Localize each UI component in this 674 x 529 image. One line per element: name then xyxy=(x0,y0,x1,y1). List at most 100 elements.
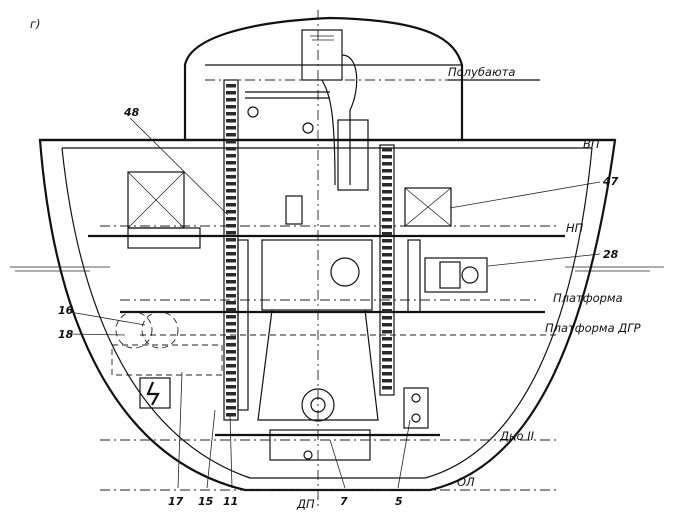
main-engine xyxy=(257,195,379,461)
crane-beam xyxy=(245,91,330,134)
label-platform-dgr: Платформа ДГР xyxy=(545,321,641,335)
ladder-rung xyxy=(226,133,236,137)
ladder-rung xyxy=(226,175,236,179)
ladder-rung xyxy=(382,155,392,159)
callout-18: 18 xyxy=(58,328,74,341)
ladder-rung xyxy=(226,210,236,214)
ladder-rung xyxy=(226,231,236,235)
ladder-rung xyxy=(226,112,236,116)
ladder-rung xyxy=(382,386,392,390)
label-platform: Платформа xyxy=(553,291,623,305)
ladder-rung xyxy=(226,413,236,417)
ladder-rung xyxy=(382,309,392,313)
hull-outline xyxy=(38,138,617,492)
ladder-rung xyxy=(382,330,392,334)
callout-28: 28 xyxy=(603,248,619,261)
ladder-rung xyxy=(226,322,236,326)
ladder-rung xyxy=(382,302,392,306)
ladder-rung xyxy=(226,378,236,382)
ladder-rung xyxy=(226,371,236,375)
ladder-rung xyxy=(226,399,236,403)
motor-28 xyxy=(424,257,488,293)
pipe-cluster-5 xyxy=(403,387,429,429)
ladder-rung xyxy=(382,218,392,222)
left-ladder-trunk xyxy=(223,79,239,421)
ladder-rung xyxy=(226,266,236,270)
ladder-rung xyxy=(382,239,392,243)
ladder-rung xyxy=(226,203,236,207)
ladder-rung xyxy=(382,281,392,285)
ladder-rung xyxy=(382,197,392,201)
ladder-rung xyxy=(226,259,236,263)
ladder-rung xyxy=(382,232,392,236)
callout-15: 15 xyxy=(198,495,214,508)
ladder-rung xyxy=(382,323,392,327)
ladder-rung xyxy=(226,189,236,193)
ladder-rung xyxy=(382,246,392,250)
ladder-rung xyxy=(382,267,392,271)
ladder-rung xyxy=(226,91,236,95)
callout-leaders xyxy=(69,117,601,489)
label-baseline: ОЛ xyxy=(457,475,475,489)
callout-47: 47 xyxy=(602,175,619,188)
ladder-rung xyxy=(382,337,392,341)
ladder-rung xyxy=(226,140,236,144)
ladder-rung xyxy=(226,350,236,354)
ladder-rung xyxy=(226,301,236,305)
superstructure-outline xyxy=(183,16,464,140)
ladder-rung xyxy=(382,295,392,299)
ladder-rung xyxy=(382,176,392,180)
ladder-rung xyxy=(226,392,236,396)
ladder-rung xyxy=(226,119,236,123)
exhaust-trunk xyxy=(301,29,369,191)
ladder-rung xyxy=(226,385,236,389)
ladder-rung xyxy=(226,357,236,361)
ladder-rung xyxy=(226,217,236,221)
label-waterline: ВП xyxy=(583,137,600,151)
ladder-rung xyxy=(226,252,236,256)
ladder-rung xyxy=(226,196,236,200)
ladder-rung xyxy=(382,253,392,257)
label-centerline: ДП xyxy=(296,497,315,511)
figure-label: г) xyxy=(30,17,41,31)
ladder-rung xyxy=(382,274,392,278)
callout-11: 11 xyxy=(223,495,238,508)
ladder-rung xyxy=(382,351,392,355)
callout-16: 16 xyxy=(58,304,74,317)
ladder-rung xyxy=(226,287,236,291)
ladder-rung xyxy=(226,343,236,347)
hull-inner-outline xyxy=(61,147,593,479)
ladder-rung xyxy=(382,148,392,152)
ladder-rung xyxy=(382,365,392,369)
ladder-rung xyxy=(226,105,236,109)
ladder-rung xyxy=(226,147,236,151)
callout-7: 7 xyxy=(340,495,348,508)
ladder-rung xyxy=(382,358,392,362)
ladder-rung xyxy=(226,336,236,340)
ladder-rung xyxy=(382,225,392,229)
ladder-rung xyxy=(382,344,392,348)
ladder-rung xyxy=(382,316,392,320)
ladder-rung xyxy=(226,238,236,242)
right-ladder-trunk xyxy=(379,144,395,396)
ladder-rung xyxy=(226,294,236,298)
mid-left-ladder xyxy=(237,239,249,411)
ladder-rung xyxy=(382,190,392,194)
generator-16-18 xyxy=(111,311,223,409)
ladder-rung xyxy=(382,211,392,215)
ladder-rung xyxy=(226,245,236,249)
ladder-rung xyxy=(226,406,236,410)
label-double-bottom: Дно II xyxy=(499,429,535,443)
ladder-rung xyxy=(226,308,236,312)
equipment-47-box xyxy=(404,187,452,227)
ladder-rung xyxy=(226,154,236,158)
ladder-rung xyxy=(226,126,236,130)
ladder-rung xyxy=(382,379,392,383)
ladder-rung xyxy=(382,260,392,264)
callout-48: 48 xyxy=(123,106,140,119)
ladder-rung xyxy=(226,168,236,172)
ladder-rung xyxy=(382,183,392,187)
ladder-rung xyxy=(382,162,392,166)
ladder-rung xyxy=(226,161,236,165)
